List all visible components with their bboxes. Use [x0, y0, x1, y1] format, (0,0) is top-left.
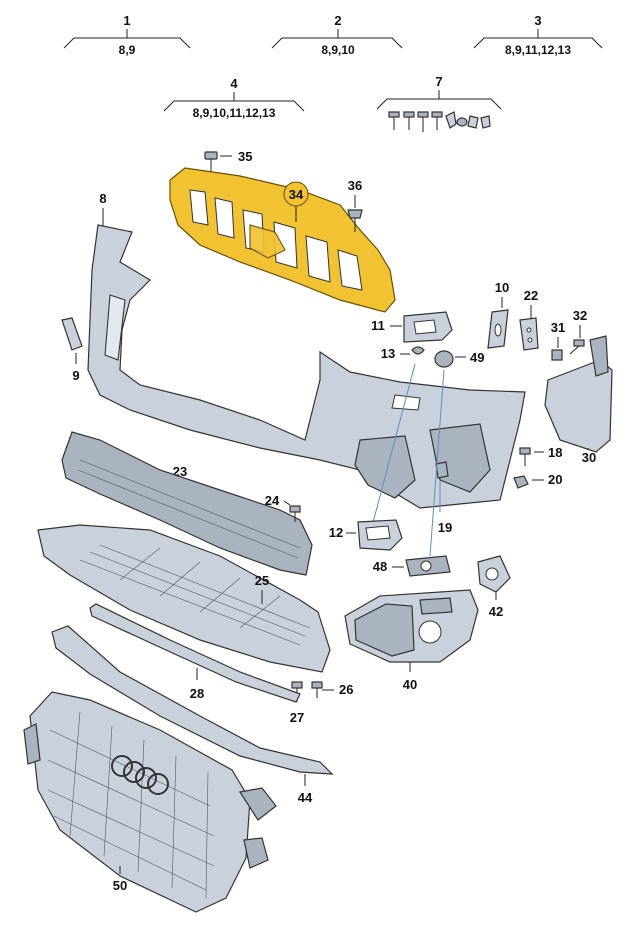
radiator-grille-50: 50 — [23, 691, 277, 913]
label-18: 18 — [548, 445, 562, 460]
screw-icons — [388, 111, 491, 132]
bracket-19: 19 — [369, 363, 452, 557]
label-40: 40 — [403, 677, 417, 692]
bumper-carrier-34 — [169, 167, 396, 313]
label-13: 13 — [381, 346, 395, 361]
label-28: 28 — [190, 686, 204, 701]
screw-18: 18 — [519, 445, 562, 466]
clip-13: 13 — [381, 346, 425, 361]
nut-31: 31 — [551, 320, 565, 361]
sensor-cap-49: 49 — [434, 350, 484, 368]
label-10: 10 — [495, 280, 509, 295]
bracket-22: 22 — [519, 288, 539, 351]
label-25: 25 — [255, 573, 269, 588]
label-12: 12 — [329, 525, 343, 540]
label-7: 7 — [435, 74, 442, 89]
fog-grille-40: 40 — [344, 589, 479, 692]
tow-cover-11: 11 — [371, 311, 453, 343]
label-36: 36 — [348, 178, 362, 193]
side-bracket-30: 30 — [544, 335, 613, 465]
label-11: 11 — [371, 318, 385, 333]
label-26: 26 — [339, 682, 353, 697]
group-ref-2-text: 8,9,10 — [321, 43, 355, 57]
underbody-shield-25: 25 — [37, 524, 331, 673]
group-ref-3-text: 8,9,11,12,13 — [505, 43, 571, 57]
group-ref-1: 1 8,9 — [63, 13, 191, 57]
label-9: 9 — [72, 368, 79, 383]
label-20: 20 — [548, 472, 562, 487]
screw-32: 32 — [569, 308, 587, 355]
label-24: 24 — [265, 493, 280, 508]
callout-34: 34 — [283, 181, 309, 222]
sensor-48: 48 — [373, 555, 451, 577]
group-ref-2: 2 8,9,10 — [271, 13, 403, 57]
label-31: 31 — [551, 320, 565, 335]
label-22: 22 — [524, 288, 538, 303]
label-27: 27 — [290, 710, 304, 725]
lip-spoiler-44: 44 — [51, 625, 334, 805]
bolt-24: 24 — [265, 493, 301, 522]
label-3: 3 — [534, 13, 541, 28]
label-1: 1 — [123, 13, 130, 28]
label-42: 42 — [489, 604, 503, 619]
bolt-27: 27 — [290, 681, 304, 725]
label-49: 49 — [470, 350, 484, 365]
label-2: 2 — [334, 13, 341, 28]
label-34: 34 — [289, 187, 304, 202]
label-48: 48 — [373, 559, 387, 574]
group-ref-3: 3 8,9,11,12,13 — [473, 13, 603, 57]
group-ref-1-text: 8,9 — [119, 43, 136, 57]
label-4: 4 — [230, 76, 238, 91]
bumper-cover-8: 8 — [87, 191, 526, 509]
trim-strip-28: 28 — [89, 603, 301, 703]
clip-20: 20 — [513, 472, 562, 489]
bolt-26: 26 — [311, 681, 353, 698]
fastener-set-7: 7 — [376, 74, 502, 132]
label-19: 19 — [438, 520, 452, 535]
bracket-9: 9 — [61, 317, 83, 383]
rings-logo — [111, 755, 169, 795]
reinforcement-23: 23 — [61, 431, 313, 576]
group-ref-4: 4 8,9,10,11,12,13 — [163, 76, 305, 120]
bracket-42: 42 — [477, 555, 511, 619]
label-8: 8 — [99, 191, 106, 206]
bolt-35: 35 — [204, 149, 252, 172]
grille-mesh — [47, 711, 215, 899]
cover-10: 10 — [487, 280, 509, 349]
label-44: 44 — [298, 790, 313, 805]
screw-36: 36 — [347, 178, 363, 232]
label-35: 35 — [238, 149, 252, 164]
tow-cover-12: 12 — [329, 519, 403, 551]
label-50: 50 — [113, 878, 127, 893]
label-30: 30 — [582, 450, 596, 465]
group-ref-4-text: 8,9,10,11,12,13 — [193, 106, 276, 120]
label-32: 32 — [573, 308, 587, 323]
